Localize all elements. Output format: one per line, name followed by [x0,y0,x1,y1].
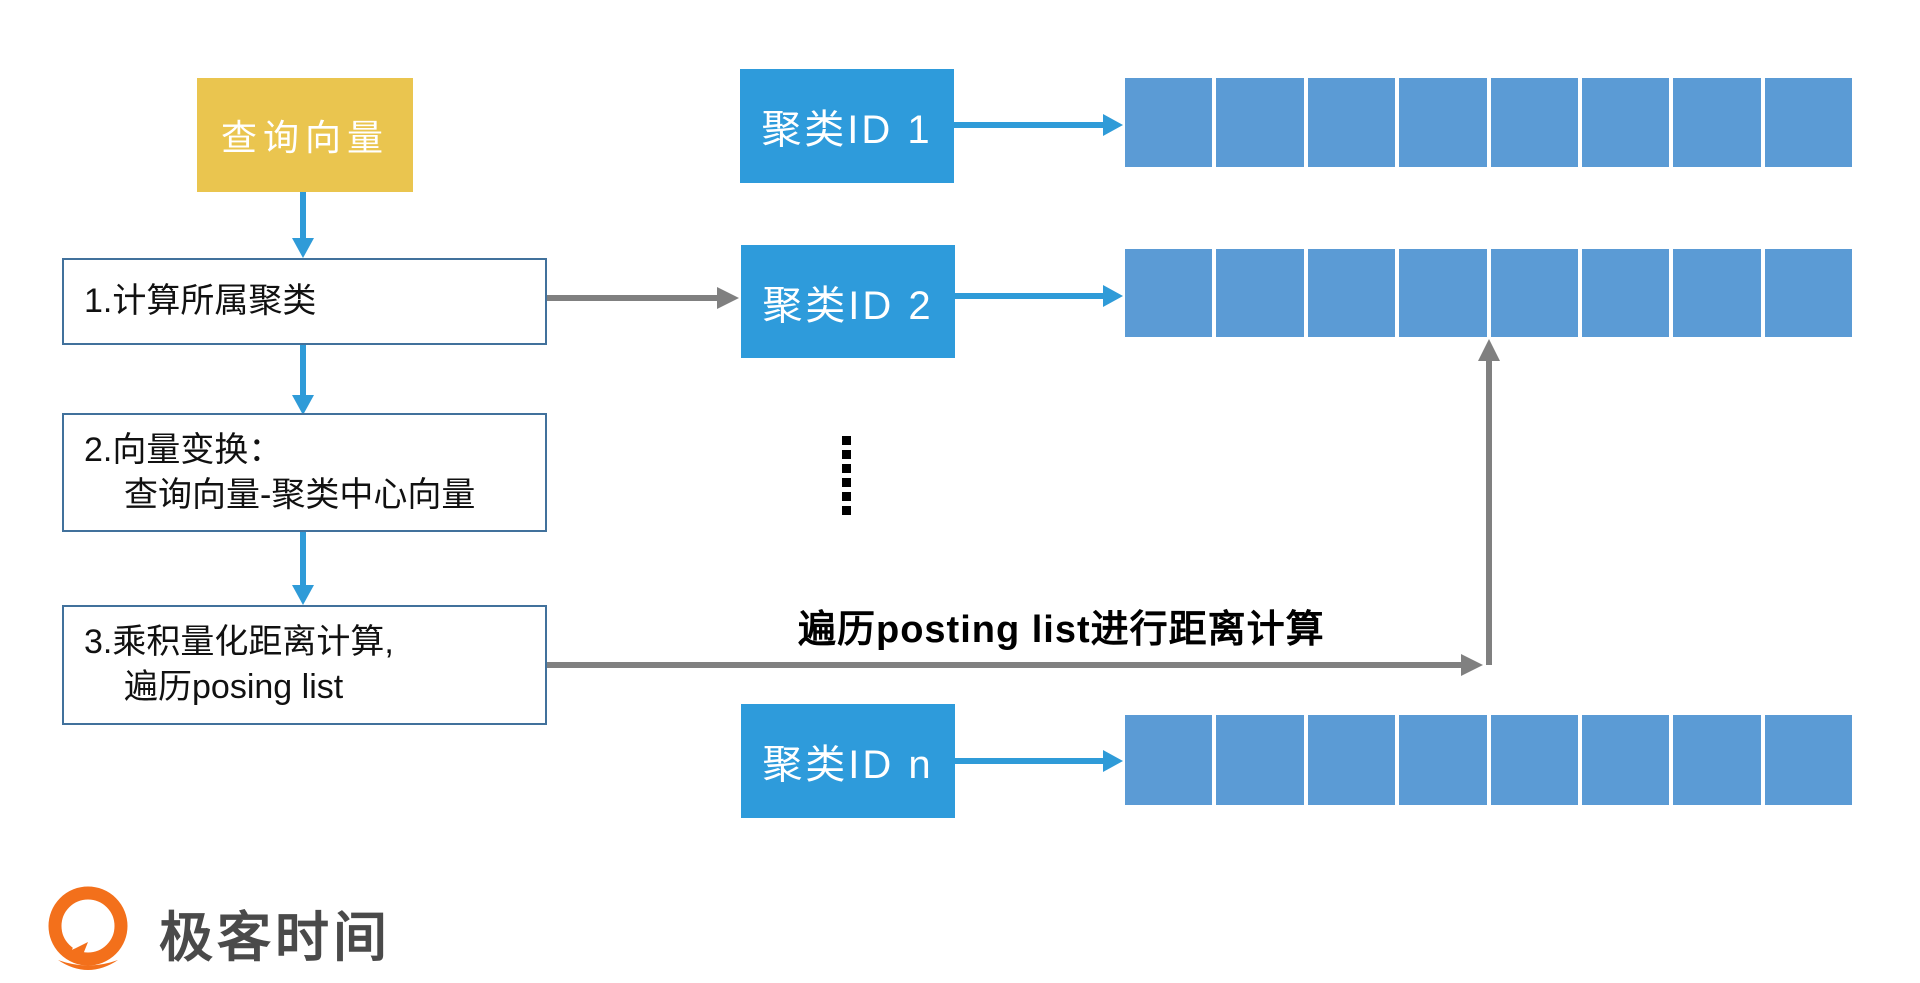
step3-line1: 3.乘积量化距离计算, [84,623,394,662]
posting-cell [1307,715,1396,805]
step2-box: 2.向量变换： 查询向量-聚类中心向量 [62,413,547,532]
step2-line2: 查询向量-聚类中心向量 [124,475,476,514]
geektime-logo-text: 极客时间 [159,907,391,968]
cluster-id-1-box: 聚类ID 1 [740,69,954,183]
posting-cell [1307,249,1396,337]
arrow-step2-to-step3 [292,532,314,605]
posting-cell [1673,78,1761,167]
posting-cell [1673,249,1761,337]
cluster-id-2-label: 聚类ID 2 [762,283,934,328]
posting-list-row-2 [1125,249,1852,337]
arrow-step1-to-step2 [292,345,314,415]
posting-list-row-1 [1125,78,1852,167]
arrow-clustern-to-row3 [954,750,1123,772]
posting-cell [1764,249,1852,337]
posting-cell [1125,249,1213,337]
posting-cell [1490,715,1578,805]
step3-box: 3.乘积量化距离计算, 遍历posing list [62,605,547,725]
posting-cell [1581,78,1670,167]
posting-cell [1764,715,1852,805]
posting-cell [1125,715,1213,805]
query-vector-box: 查询向量 [197,78,413,192]
cluster-id-2-box: 聚类ID 2 [741,245,955,358]
posting-cell [1216,715,1304,805]
arrow-cluster2-to-row2 [954,285,1123,307]
geektime-logo: 极客时间 [30,880,391,980]
arrow-traverse-up-to-row2 [1478,339,1500,665]
step1-box: 1.计算所属聚类 [62,258,547,345]
step2-line1: 2.向量变换： [84,430,283,469]
arrow-step3-traverse-horizontal [547,654,1483,676]
arrow-query-to-step1 [292,192,314,258]
cluster-id-1-label: 聚类ID 1 [761,108,933,152]
posting-cell [1490,249,1578,337]
posting-cell [1125,78,1213,167]
posting-cell [1216,78,1304,167]
posting-cell [1673,715,1761,805]
posting-cell [1307,78,1396,167]
arrow-cluster1-to-row1 [954,114,1123,136]
cluster-id-n-box: 聚类ID n [741,704,955,818]
posting-cell [1581,715,1670,805]
query-vector-label: 查询向量 [220,117,389,158]
posting-cell [1216,249,1304,337]
posting-cell [1399,78,1487,167]
posting-cell [1490,78,1578,167]
posting-cell [1764,78,1852,167]
posting-cell [1581,249,1670,337]
step3-line2: 遍历posing list [124,668,344,706]
arrow-step1-to-cluster2 [547,287,739,309]
step1-line1: 1.计算所属聚类 [84,282,317,321]
geektime-logo-icon [48,886,128,970]
cluster-id-n-label: 聚类ID n [762,743,934,787]
posting-cell [1399,715,1487,805]
posting-cell [1399,249,1487,337]
posting-list-row-3 [1125,715,1852,805]
traverse-annotation: 遍历posting list进行距离计算 [798,609,1325,651]
ellipsis-dots [842,436,851,515]
